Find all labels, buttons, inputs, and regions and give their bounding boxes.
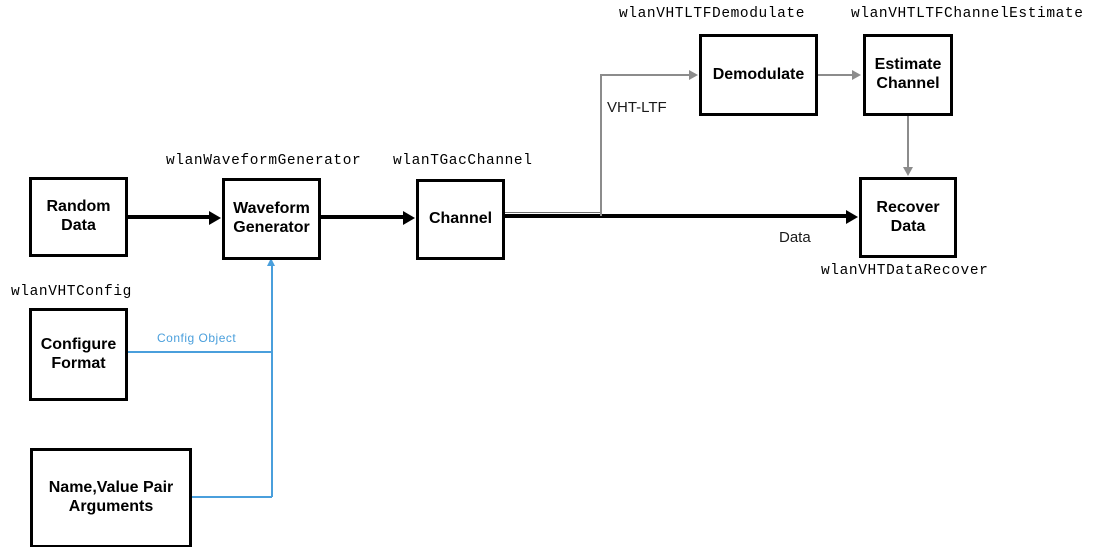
block-recover-data-line1: Recover <box>876 198 940 216</box>
connector-waveform-to-channel <box>320 215 405 219</box>
block-recover-data[interactable]: Recover Data <box>859 177 957 258</box>
block-configure-format-line2: Format <box>51 354 106 372</box>
arrow-right-icon-vhtltf-to-demodulate <box>689 70 698 80</box>
block-channel[interactable]: Channel <box>416 179 505 260</box>
block-random-data-line1: Random <box>46 198 111 216</box>
block-name-value-pair-line2: Arguments <box>68 498 154 515</box>
arrow-right-icon-random-to-waveform <box>209 211 221 225</box>
connector-random-to-waveform <box>128 215 211 219</box>
block-estimate-channel-line1: Estimate <box>874 56 942 74</box>
block-configure-format[interactable]: Configure Format <box>29 308 128 401</box>
block-estimate-channel-line2: Channel <box>876 75 940 92</box>
arrow-right-icon-waveform-to-channel <box>403 211 415 225</box>
connector-demodulate-to-estimate <box>818 74 854 76</box>
connector-configure-format-to-trunk <box>128 351 272 353</box>
arrow-up-icon-config-to-waveform <box>266 258 275 266</box>
block-channel-line1: Channel <box>428 210 493 228</box>
label-wlantgacchannel: wlanTGacChannel <box>393 153 533 169</box>
label-wlanvhtdatarecover: wlanVHTDataRecover <box>821 263 989 279</box>
arrow-right-icon-data-to-recover <box>846 210 858 224</box>
block-waveform-generator[interactable]: Waveform Generator <box>222 178 321 260</box>
block-configure-format-line1: Configure <box>40 335 117 353</box>
connector-estimate-to-recover <box>907 116 909 169</box>
block-waveform-generator-line1: Waveform <box>233 200 310 218</box>
connector-name-value-to-trunk <box>192 496 272 498</box>
connector-vhtltf-to-demodulate <box>600 74 691 76</box>
block-demodulate[interactable]: Demodulate <box>699 34 818 116</box>
block-random-data[interactable]: Random Data <box>29 177 128 257</box>
connector-channel-output-gray <box>505 212 602 213</box>
connector-channel-to-recover-data <box>505 214 853 218</box>
label-wlanvhtltfdemodulate: wlanVHTLTFDemodulate <box>619 6 806 22</box>
block-recover-data-line2: Data <box>890 217 926 235</box>
arrow-down-icon-estimate-to-recover <box>903 167 913 176</box>
arrow-right-icon-demodulate-to-estimate <box>852 70 861 80</box>
connector-vhtltf-branch-vertical <box>600 74 602 216</box>
label-wlanvhtconfig: wlanVHTConfig <box>11 284 132 300</box>
label-config-object: Config Object <box>157 331 237 345</box>
label-wlanwaveformgenerator: wlanWaveformGenerator <box>166 153 362 169</box>
block-demodulate-line1: Demodulate <box>712 65 805 83</box>
block-waveform-generator-line2: Generator <box>233 219 310 236</box>
connector-config-trunk-vertical <box>271 265 273 497</box>
block-name-value-pair-line1: Name,Value Pair <box>48 479 174 497</box>
block-name-value-pair-arguments[interactable]: Name,Value Pair Arguments <box>30 448 192 547</box>
label-vht-ltf: VHT-LTF <box>607 99 667 116</box>
block-random-data-line2: Data <box>61 217 96 234</box>
label-data: Data <box>779 229 811 246</box>
block-estimate-channel[interactable]: Estimate Channel <box>863 34 953 116</box>
label-wlanvhtltfchannelestimate: wlanVHTLTFChannelEstimate <box>851 6 1084 22</box>
